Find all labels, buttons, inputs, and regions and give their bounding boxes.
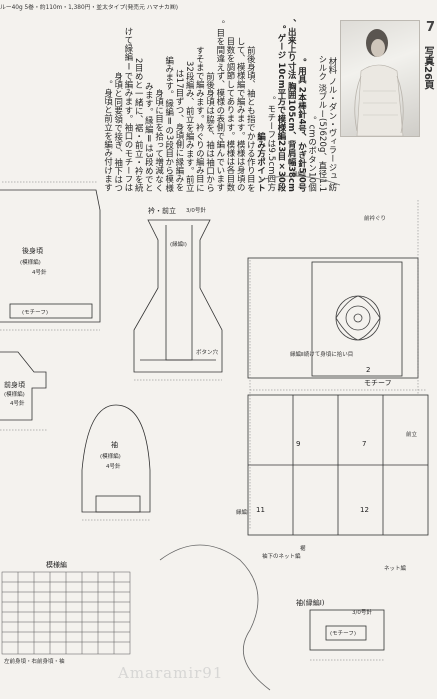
edging2-label: 縁編Ⅱ (292, 172, 306, 178)
cuff-motif-note: (モチーフ) (330, 631, 356, 637)
instr-col: モチーフは9.5cm四方。 (266, 96, 277, 192)
cuff-panel (309, 609, 385, 651)
corner-note: 縁編Ⅱ続けて身頃に拾い目 (290, 352, 354, 358)
instr-col: 2目めと一緒に、裾・前立・衿を続 (134, 57, 145, 192)
collar-needle: 3/0号針 (186, 208, 206, 214)
instr-col: 出来上り寸法 胸囲105cm、背肩幅38cm、 (287, 18, 298, 192)
instr-col: は17目ずつ、身頃側に縁編みを (174, 69, 185, 192)
front-neck-label: 前衿ぐり (364, 216, 387, 222)
instr-col: 目数を調節してあります。模様は各目数 (225, 37, 236, 192)
sleeve-title: 袖 (111, 441, 118, 449)
motif-number: 2 (366, 366, 371, 374)
cuff-needle: 3/0号針 (352, 610, 372, 616)
instr-col: 前後身頃、袖とも指でかける作り目を (246, 45, 257, 192)
back-body-sub: (模様編) (20, 260, 41, 266)
instr-col: 用具 2本棒針4号、かぎ針5/0号。 (297, 58, 308, 192)
back-motif-note: (モチーフ) (22, 310, 48, 316)
instr-col: ゲージ 10cm平方で模様編23目×30段。 (276, 25, 287, 192)
page-number: 7 (425, 20, 435, 35)
front-body-needle: 4号針 (10, 401, 25, 407)
instr-col: 身頃と前立を編み付けます。 (103, 80, 114, 192)
motif-number: 12 (360, 506, 369, 514)
pattern-chart-title: 模様編 (46, 561, 67, 569)
hem-label: 裾 (300, 546, 306, 552)
instr-col: 32段編み、前立を編みます。前立 (185, 60, 196, 192)
instr-col: 材料 ノル・ダン・ヴィラージュ 紡 (328, 57, 338, 192)
instr-col: 目を間違えず、模様の表側で編んでいます。 (215, 20, 226, 192)
pattern-chart-legend: 左前身頃・右前身頃・袖 (4, 659, 65, 665)
motif-grid (247, 257, 429, 536)
sleeve-cuff (95, 495, 141, 513)
instr-col: 編みます。縁編Ⅱの3段目から模様 (164, 56, 175, 192)
instr-col: けて縁編Ⅰで編みます。袖口のモチーフは (123, 27, 134, 192)
instr-col: すそまで編みます。衿ぐりの編み目に (195, 45, 206, 192)
motif-label: モチーフ (364, 379, 392, 387)
front-body-title: 前身頃 (4, 381, 25, 389)
pattern-chart-grid (1, 571, 131, 655)
front-body-sub: (模様編) (4, 392, 25, 398)
back-body-outline (0, 189, 101, 323)
net-edging-curve (159, 544, 271, 691)
sleeve-needle: 4号針 (106, 464, 121, 470)
sleeve-net-label: 袖下のネット編 (262, 554, 301, 560)
sleeve-sub: (模様編) (100, 454, 121, 460)
instructions-text: 材料 ノル・ダン・ヴィラージュ 紡 シルク 淡ブルー(5)620g、直径1.1 … (94, 12, 338, 192)
motif-number: 9 (296, 440, 301, 448)
collar-outline (133, 219, 223, 373)
edging1-label: 縁編Ⅰ (236, 510, 249, 516)
instr-col: して、模様編で編みます。模様は身頃の (236, 37, 247, 192)
photo-reference: 写真26頁 (422, 46, 433, 90)
instr-col: 前後身頃は脇を、袖は袖口から (205, 71, 216, 192)
instr-col: cmのボタン10個。 (307, 116, 318, 192)
header-materials-line: ルー40g 5巻・約110m・1,380円・並太タイプ(発売元 ハマナカ㈱) (0, 5, 178, 11)
motif-number: 7 (362, 440, 367, 448)
collar-title: 衿・前立 (148, 207, 176, 215)
instr-col: シルク 淡ブルー(5)620g、直径1.1 (317, 54, 328, 192)
button-hole-note: ボタン穴 (196, 350, 219, 356)
flower-motif (335, 295, 381, 341)
watermark: Amaramir91 (118, 664, 224, 682)
motif-number: 11 (256, 506, 265, 514)
instr-col: 身頃に目を拾って増減なく (154, 88, 165, 192)
cuff-motif-strip (325, 625, 367, 641)
front-body-outline (0, 351, 47, 421)
sleeve-outline (81, 404, 151, 513)
cuff-title: 袖(縁編Ⅰ) (296, 599, 325, 607)
back-body-needle: 4号針 (32, 270, 47, 276)
collar-sub: (縁編Ⅰ) (170, 242, 187, 248)
instr-col: 編み方ポイント (256, 131, 267, 192)
front-band-label: 前立 (406, 432, 418, 438)
net-edging-label: ネット編 (384, 566, 407, 572)
instr-col: 身頃と同要領で接ぎ、袖下はつ (113, 71, 124, 192)
model-photo (340, 20, 420, 137)
edging2-curve (259, 175, 341, 186)
instr-col: みます。縁編Ⅱは3段めでと (144, 81, 155, 192)
back-body-title: 後身頃 (22, 247, 43, 255)
back-motif-strip (9, 303, 93, 319)
model-photo-illustration (354, 29, 404, 136)
